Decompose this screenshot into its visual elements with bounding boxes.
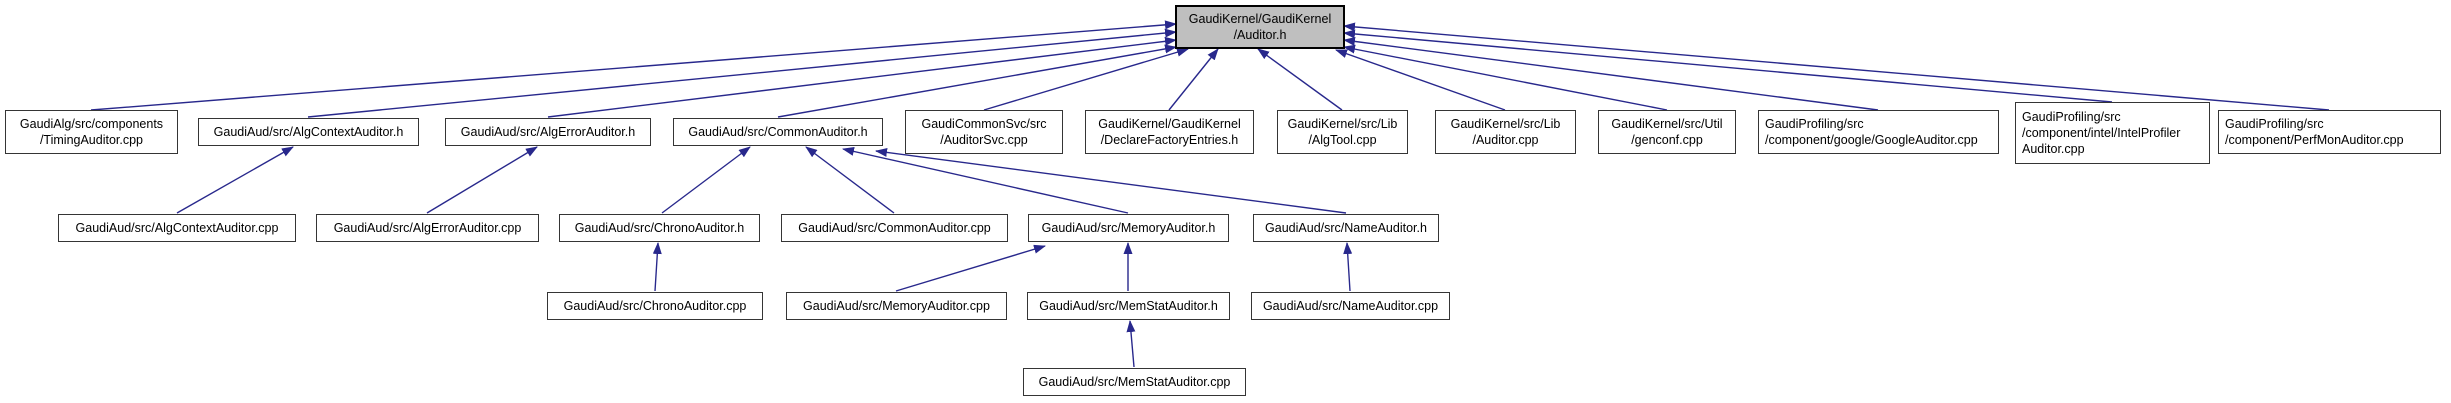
node-auditor-cpp[interactable]: GaudiKernel/src/Lib /Auditor.cpp [1435,110,1576,154]
node-declare-factory-entries-h[interactable]: GaudiKernel/GaudiKernel /DeclareFactoryE… [1085,110,1254,154]
edge-algerr_h-auditor_h [547,36,1177,118]
node-alg-error-auditor-h[interactable]: GaudiAud/src/AlgErrorAuditor.h [445,118,651,146]
node-perfmon-auditor-cpp[interactable]: GaudiProfiling/src /component/PerfMonAud… [2218,110,2441,154]
edge-google-auditor_h [1343,36,1879,111]
edge-auditor_cpp-auditor_h [1335,49,1506,111]
node-alg-context-auditor-h[interactable]: GaudiAud/src/AlgContextAuditor.h [198,118,419,146]
node-name-auditor-cpp[interactable]: GaudiAud/src/NameAuditor.cpp [1251,292,1450,320]
node-common-auditor-h[interactable]: GaudiAud/src/CommonAuditor.h [673,118,883,146]
node-name-auditor-h[interactable]: GaudiAud/src/NameAuditor.h [1253,214,1439,242]
edge-memory_h-common_h [842,147,1129,214]
edge-genconf-auditor_h [1343,44,1668,111]
edge-algerr_cpp-algerr_h [426,146,538,214]
edge-chrono_cpp-chrono_h [652,242,662,292]
node-google-auditor-cpp[interactable]: GaudiProfiling/src /component/google/Goo… [1758,110,1999,154]
node-common-auditor-cpp[interactable]: GaudiAud/src/CommonAuditor.cpp [781,214,1008,242]
node-memstat-auditor-h[interactable]: GaudiAud/src/MemStatAuditor.h [1027,292,1230,320]
edge-timing_cpp-auditor_h [90,20,1177,111]
node-timing-auditor-cpp[interactable]: GaudiAlg/src/components /TimingAuditor.c… [5,110,178,154]
node-auditor-svc-cpp[interactable]: GaudiCommonSvc/src /AuditorSvc.cpp [905,110,1063,154]
node-genconf-cpp[interactable]: GaudiKernel/src/Util /genconf.cpp [1598,110,1736,154]
node-chrono-auditor-h[interactable]: GaudiAud/src/ChronoAuditor.h [559,214,760,242]
edge-perfmon-auditor_h [1343,22,2330,111]
node-chrono-auditor-cpp[interactable]: GaudiAud/src/ChronoAuditor.cpp [547,292,763,320]
node-alg-error-auditor-cpp[interactable]: GaudiAud/src/AlgErrorAuditor.cpp [316,214,539,242]
edge-chrono_h-common_h [661,146,751,214]
edge-common_cpp-common_h [805,146,895,214]
edge-memstat_cpp-memstat_h [1126,320,1136,368]
node-alg-context-auditor-cpp[interactable]: GaudiAud/src/AlgContextAuditor.cpp [58,214,296,242]
edge-algctx_cpp-algctx_h [176,146,294,214]
edge-name_cpp-name_h [1343,242,1353,292]
edge-algctx_h-auditor_h [307,28,1177,118]
edge-memory_cpp-memory_h [895,244,1046,292]
edge-algtool-auditor_h [1257,48,1343,111]
node-intel-profiler-auditor-cpp[interactable]: GaudiProfiling/src /component/intel/Inte… [2015,102,2210,164]
node-memory-auditor-cpp[interactable]: GaudiAud/src/MemoryAuditor.cpp [786,292,1007,320]
node-memory-auditor-h[interactable]: GaudiAud/src/MemoryAuditor.h [1028,214,1229,242]
edge-intel-auditor_h [1343,29,2113,103]
edge-common_h-auditor_h [777,44,1177,118]
node-memstat-auditor-cpp[interactable]: GaudiAud/src/MemStatAuditor.cpp [1023,368,1246,396]
edge-declfact-auditor_h [1168,48,1219,111]
edge-auditorsvc-auditor_h [983,47,1189,111]
node-auditor-h[interactable]: GaudiKernel/GaudiKernel /Auditor.h [1175,5,1345,49]
node-alg-tool-cpp[interactable]: GaudiKernel/src/Lib /AlgTool.cpp [1277,110,1408,154]
edge-name_h-common_h [875,147,1347,214]
